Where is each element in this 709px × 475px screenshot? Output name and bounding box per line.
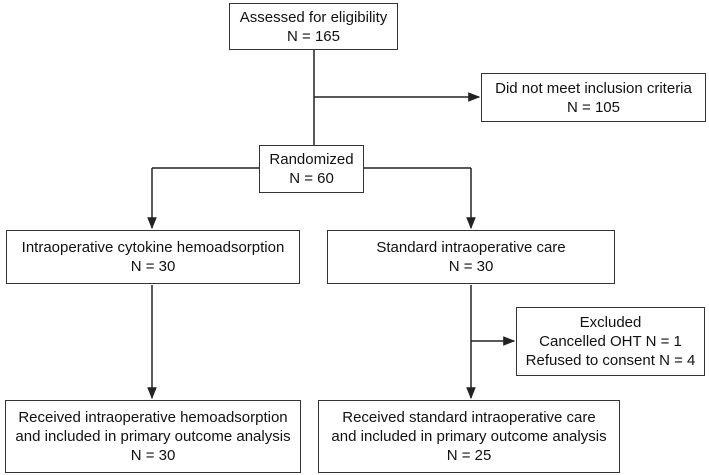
randomized-count: N = 60 bbox=[289, 170, 334, 187]
received-intervention-line-1: Received intraoperative hemoadsorption bbox=[18, 409, 288, 426]
received-intervention-line-2: and included in primary outcome analysis bbox=[15, 428, 291, 445]
assessed-title: Assessed for eligibility bbox=[239, 8, 388, 26]
excluded-control-reason-2: Refused to consent N = 4 bbox=[525, 352, 696, 369]
intervention-box: Intraoperative cytokine hemoadsorption N… bbox=[6, 230, 300, 284]
excluded-criteria-count: N = 105 bbox=[567, 98, 620, 116]
received-intervention-box: Received intraoperative hemoadsorption a… bbox=[5, 400, 301, 473]
received-control-line-1: Received standard intraoperative care bbox=[342, 409, 596, 426]
control-count: N = 30 bbox=[448, 258, 494, 275]
intervention-count: N = 30 bbox=[130, 258, 176, 275]
received-control-line-2: and included in primary outcome analysis bbox=[331, 428, 607, 445]
excluded-control-reason-1: Cancelled OHT N = 1 bbox=[539, 333, 682, 350]
excluded-control-box: Excluded Cancelled OHT N = 1 Refused to … bbox=[516, 307, 705, 376]
excluded-control-title: Excluded bbox=[579, 314, 642, 331]
randomized-box: Randomized N = 60 bbox=[259, 145, 364, 193]
assessed-count: N = 165 bbox=[287, 27, 340, 45]
control-title: Standard intraoperative care bbox=[376, 239, 566, 256]
received-control-count: N = 25 bbox=[446, 447, 492, 464]
control-box: Standard intraoperative care N = 30 bbox=[327, 230, 615, 284]
received-intervention-count: N = 30 bbox=[130, 447, 176, 464]
excluded-criteria-title: Did not meet inclusion criteria bbox=[495, 79, 692, 97]
intervention-title: Intraoperative cytokine hemoadsorption bbox=[21, 239, 285, 256]
randomized-title: Randomized bbox=[269, 151, 354, 168]
excluded-criteria-box: Did not meet inclusion criteria N = 105 bbox=[481, 73, 706, 122]
received-control-box: Received standard intraoperative care an… bbox=[318, 400, 620, 473]
assessed-box: Assessed for eligibility N = 165 bbox=[229, 3, 398, 50]
